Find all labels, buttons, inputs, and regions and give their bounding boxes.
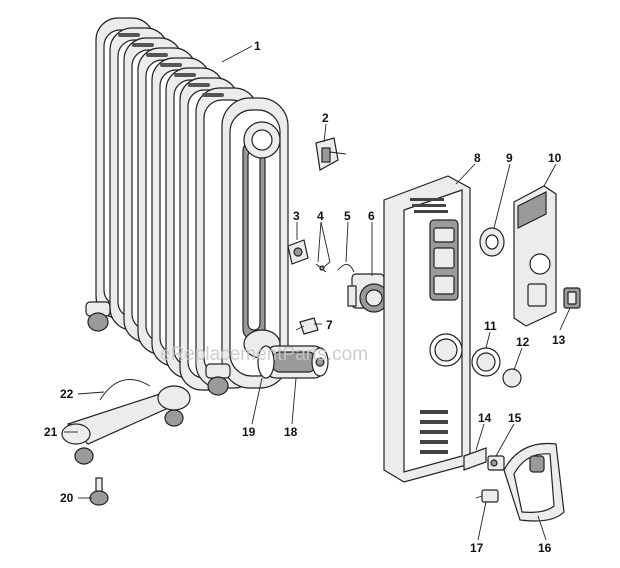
terminal-block (487, 455, 505, 471)
wire-clips (315, 261, 331, 273)
round-bezel (471, 347, 501, 377)
indicator-lens (502, 368, 522, 388)
knob-ring (479, 227, 505, 257)
heating-element (265, 345, 329, 379)
callout-2: 2 (322, 111, 329, 125)
thermostat-housing (347, 273, 389, 313)
callout-7: 7 (326, 318, 333, 332)
callout-8: 8 (474, 151, 481, 165)
callout-14: 14 (478, 411, 492, 425)
thermal-fuse (287, 239, 309, 265)
wire-handle (99, 379, 151, 401)
callout-9: 9 (506, 151, 513, 165)
caster-wheel (89, 477, 109, 506)
control-panel-housing (383, 175, 471, 483)
front-control-cover (513, 185, 557, 327)
callout-5: 5 (344, 209, 351, 223)
leader-lines (64, 45, 571, 541)
callout-3: 3 (293, 209, 300, 223)
radiator-fins (85, 17, 289, 396)
callout-4: 4 (317, 209, 324, 223)
callout-12: 12 (516, 335, 530, 349)
callout-21: 21 (44, 425, 58, 439)
gasket-ring (257, 345, 275, 379)
callout-11: 11 (484, 319, 497, 333)
watermark-text: eReplacementParts.com (160, 344, 368, 365)
callout-15: 15 (508, 411, 522, 425)
callout-1: 1 (254, 39, 261, 53)
rocker-switch (563, 287, 581, 309)
callout-20: 20 (60, 491, 74, 505)
callout-6: 6 (368, 209, 375, 223)
mounting-plate (463, 447, 487, 471)
callout-22: 22 (60, 387, 74, 401)
callout-16: 16 (538, 541, 552, 555)
radiator-feet (85, 301, 231, 396)
thermostat-bracket (315, 137, 347, 171)
spring-clip (337, 264, 355, 273)
callout-18: 18 (284, 425, 298, 439)
callout-numbers: 1 2 3 4 5 6 7 8 9 10 11 12 13 14 15 16 1… (44, 39, 566, 555)
cord-clip (475, 489, 499, 503)
wire-connector (295, 317, 319, 335)
callout-19: 19 (242, 425, 256, 439)
wheel-base (61, 385, 191, 465)
callout-10: 10 (548, 151, 562, 165)
callout-13: 13 (552, 333, 566, 347)
cord-wrap-cover (503, 442, 565, 522)
callout-17: 17 (470, 541, 484, 555)
